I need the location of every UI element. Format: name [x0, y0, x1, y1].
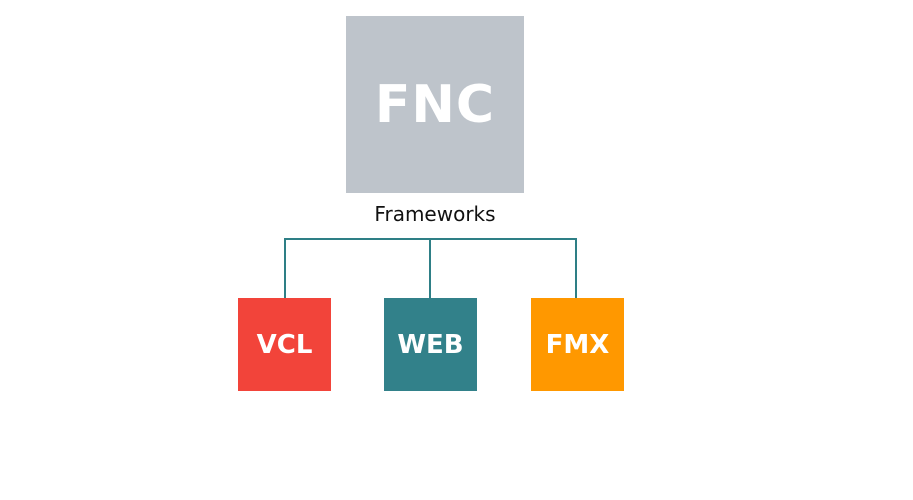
root-caption: Frameworks — [374, 202, 496, 226]
child-node-vcl: VCL — [238, 298, 331, 391]
child-node-fmx: FMX — [531, 298, 624, 391]
child-node-web: WEB — [384, 298, 477, 391]
root-node-fnc: FNC — [346, 16, 524, 193]
